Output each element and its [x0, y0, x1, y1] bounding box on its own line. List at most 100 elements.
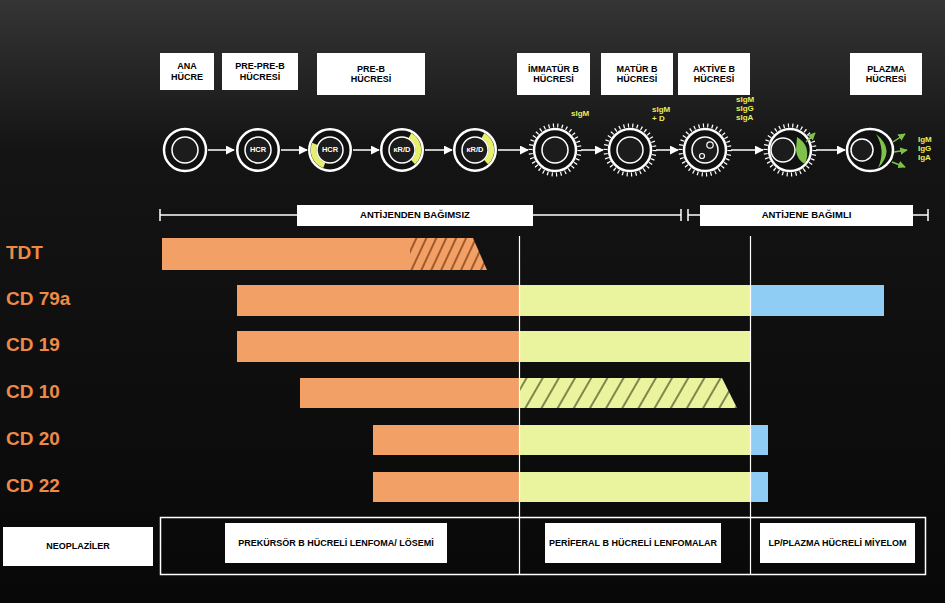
marker-label: CD 20 [6, 429, 60, 450]
cell-outline [534, 129, 576, 171]
maturation-arrow [731, 149, 763, 151]
immature-b-cell [531, 126, 580, 175]
immunoglobulin-label: IgM IgG IgA [918, 136, 932, 162]
phase-box: ANTİJENDEN BAĞIMSIZ [297, 205, 533, 226]
box-label: İMMATÜR B HÜCRESİ [520, 64, 587, 85]
neoplasm-divider [519, 517, 520, 575]
stem-cell [164, 129, 206, 171]
maturation-arrow [581, 149, 603, 151]
plasma-cell [847, 129, 907, 171]
cell-outline [769, 129, 811, 171]
cd20-bar-precursor [373, 425, 519, 455]
phase-tick [159, 209, 161, 221]
cd79a-bar-peripheral [519, 285, 750, 316]
cytoplasm [796, 137, 807, 164]
cell-outline [847, 129, 893, 171]
tdt-bar-fading [410, 238, 487, 270]
cell-nucleus [771, 138, 795, 162]
stage-box: AKTİVE B HÜCRESİ [678, 53, 750, 95]
stage-box: PLAZMA HÜCRESİ [850, 53, 922, 95]
neoplasm-box: LP/PLAZMA HÜCRELİ MİYELOM [760, 523, 915, 563]
gene-label: κR/D [453, 128, 497, 172]
cell-nucleus [692, 137, 718, 163]
phase-tick [687, 209, 689, 221]
cell-circle: HCR [308, 128, 352, 172]
cd22-bar-precursor [373, 472, 519, 502]
box-label: PRE-B HÜCRESİ [340, 64, 402, 85]
maturation-arrow [281, 149, 307, 151]
stage-box: ANA HÜCRE [160, 53, 214, 90]
nucleolus [707, 142, 713, 148]
secretion-arrow [806, 133, 815, 142]
gene-label: HCR [308, 128, 352, 172]
neoplasm-frame [161, 518, 926, 575]
nucleolus [700, 154, 705, 159]
immunoglobulin-label: sIgM + D [652, 106, 676, 124]
cd79a-bar-precursor [237, 285, 519, 316]
marker-label: CD 22 [6, 476, 60, 497]
box-label: ANTİJENDEN BAĞIMSIZ [360, 210, 470, 221]
cell-nucleus [172, 137, 198, 163]
cd19-bar-precursor [237, 331, 519, 362]
maturation-arrow [353, 149, 379, 151]
maturation-arrow [816, 149, 845, 151]
cd10-bar-peripheral [519, 378, 737, 408]
stage-divider [750, 236, 751, 517]
phase-box: ANTİJENE BAĞIMLI [700, 205, 913, 226]
neoplasm-box: PERİFERAL B HÜCRELİ LENFOMALAR [545, 523, 721, 563]
marker-label: CD 19 [6, 335, 60, 356]
cell-nucleus [617, 137, 643, 163]
cd22-bar-plasma [750, 472, 768, 502]
gene-label: HCR [236, 128, 280, 172]
cell-nucleus [542, 137, 568, 163]
immunoglobulin-label: sIgM [571, 110, 589, 119]
stage-box: MATÜR B HÜCRESİ [601, 53, 673, 95]
secretion-arrow [892, 162, 905, 167]
maturation-arrow [656, 149, 678, 151]
cell-outline [609, 129, 651, 171]
phase-tick [927, 209, 929, 221]
marker-label: CD 10 [6, 382, 60, 403]
maturation-arrow [498, 149, 528, 151]
stage-box: PRE-B HÜCRESİ [317, 53, 425, 95]
marker-label: TDT [6, 243, 43, 264]
box-label: LP/PLAZMA HÜCRELİ MİYELOM [768, 538, 906, 548]
gene-label: κR/D [380, 128, 424, 172]
cell-circle: κR/D [380, 128, 424, 172]
neoplasm-divider [750, 517, 751, 575]
secretion-arrow [893, 134, 905, 142]
maturation-arrow [425, 149, 452, 151]
surface-spikes [766, 126, 815, 175]
cd10-bar-precursor [300, 378, 519, 408]
box-label: NEOPLAZİLER [46, 541, 110, 551]
box-label: AKTİVE B HÜCRESİ [681, 64, 747, 85]
cytoplasm [876, 134, 887, 168]
cell-circle: HCR [236, 128, 280, 172]
marker-label: CD 79a [6, 289, 70, 310]
surface-spikes [681, 126, 730, 175]
cd79a-bar-plasma [750, 285, 884, 316]
plasmacytoid-cell [766, 126, 816, 175]
surface-spikes [531, 126, 580, 175]
box-label: PRE-PRE-B HÜCRESİ [225, 61, 295, 82]
stage-box: İMMATÜR B HÜCRESİ [517, 53, 590, 95]
secretion-arrow [894, 150, 907, 152]
tdt-bar [162, 238, 411, 270]
cd20-bar-peripheral [519, 425, 750, 455]
activated-b-cell [681, 126, 730, 175]
immunoglobulin-label: sIgM sIgG sIgA [736, 96, 754, 122]
cd22-bar-peripheral [519, 472, 750, 502]
box-label: MATÜR B HÜCRESİ [604, 64, 670, 85]
cell-nucleus [851, 139, 873, 161]
cell-outline [164, 129, 206, 171]
box-label: ANA HÜCRE [163, 61, 211, 82]
maturation-arrow [208, 149, 234, 151]
box-label: PLAZMA HÜCRESİ [853, 64, 919, 85]
cd19-bar-peripheral [519, 331, 750, 362]
box-label: PREKÜRSÖR B HÜCRELİ LENFOMA/ LÖSEMİ [238, 538, 434, 548]
surface-spikes [606, 126, 655, 175]
